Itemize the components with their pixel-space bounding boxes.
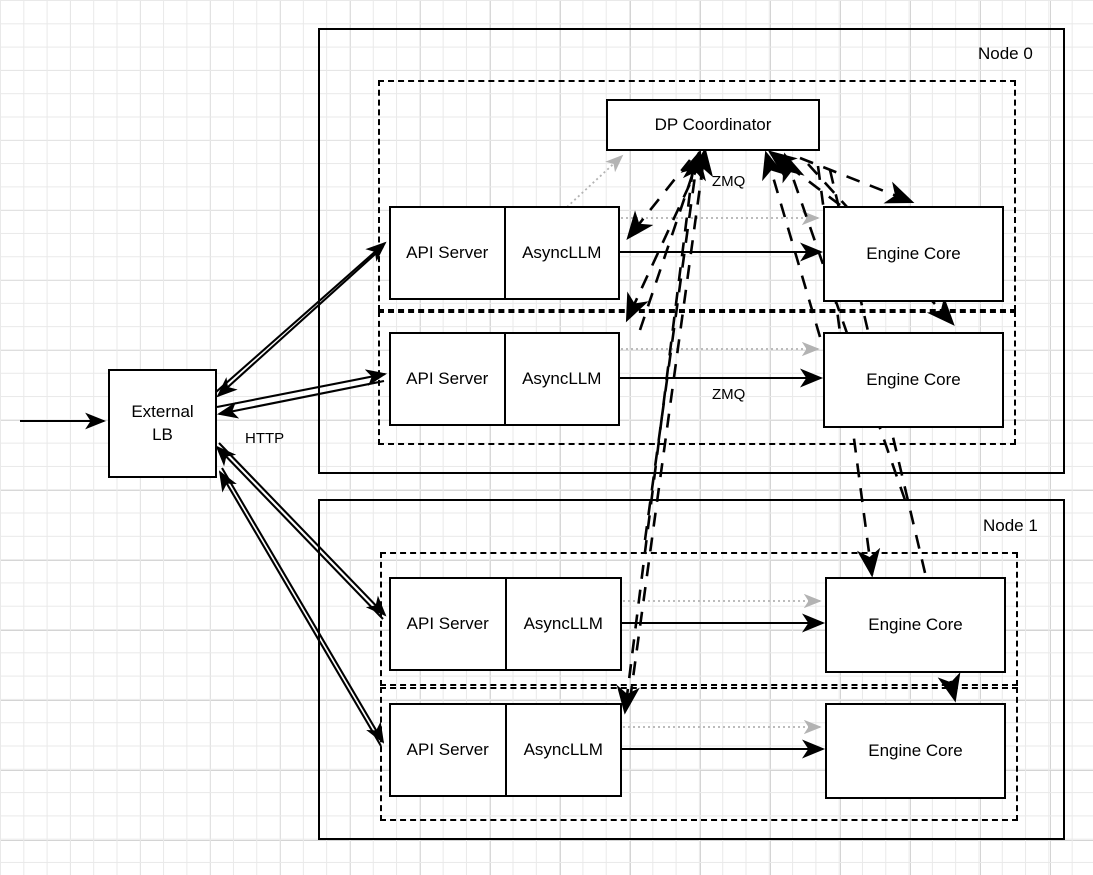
node-0-row-0-engine-core[interactable]: Engine Core: [823, 206, 1004, 302]
engine-core-label: Engine Core: [868, 740, 963, 760]
node-0-container: [318, 28, 1065, 474]
engine-core-label: Engine Core: [866, 243, 961, 263]
node-1-row-1-group: [380, 687, 1018, 821]
node-1-row-1-engine-core[interactable]: Engine Core: [825, 703, 1006, 799]
node-0-row-1-engine-core[interactable]: Engine Core: [823, 332, 1004, 428]
dp-coordinator-box[interactable]: DP Coordinator: [606, 99, 820, 151]
node-1-label: Node 1: [983, 516, 1038, 535]
asyncllm-label: AsyncLLM: [504, 579, 621, 669]
engine-core-label: Engine Core: [866, 369, 961, 389]
node-1-row-0-server-unit[interactable]: API Server AsyncLLM: [389, 577, 622, 671]
node-1-container: [318, 499, 1065, 840]
node-0-row-0-group: [378, 80, 1016, 311]
external-lb-label-line2: LB: [152, 424, 173, 444]
asyncllm-label: AsyncLLM: [503, 334, 619, 424]
node-0-row-1-group: [378, 311, 1016, 445]
engine-core-label: Engine Core: [868, 614, 963, 634]
node-1-row-0-engine-core[interactable]: Engine Core: [825, 577, 1006, 673]
http-edge-label: HTTP: [245, 430, 285, 447]
node-0-row-0-server-unit[interactable]: API Server AsyncLLM: [389, 206, 620, 300]
node-0-label: Node 0: [978, 44, 1033, 63]
zmq-mid-edge-label: ZMQ: [712, 386, 746, 403]
external-lb-box[interactable]: External LB: [108, 369, 217, 478]
zmq-top-edge-label: ZMQ: [712, 173, 746, 190]
node-0-row-1-server-unit[interactable]: API Server AsyncLLM: [389, 332, 620, 426]
asyncllm-label: AsyncLLM: [504, 705, 621, 795]
api-server-label: API Server: [406, 614, 489, 633]
api-server-label: API Server: [406, 243, 489, 262]
asyncllm-label: AsyncLLM: [503, 208, 619, 298]
api-server-label: API Server: [406, 740, 489, 759]
node-1-row-1-server-unit[interactable]: API Server AsyncLLM: [389, 703, 622, 797]
dp-coordinator-label: DP Coordinator: [654, 114, 772, 134]
api-server-label: API Server: [406, 369, 489, 388]
external-lb-label-line1: External: [131, 401, 194, 421]
node-1-row-0-group: [380, 552, 1018, 686]
